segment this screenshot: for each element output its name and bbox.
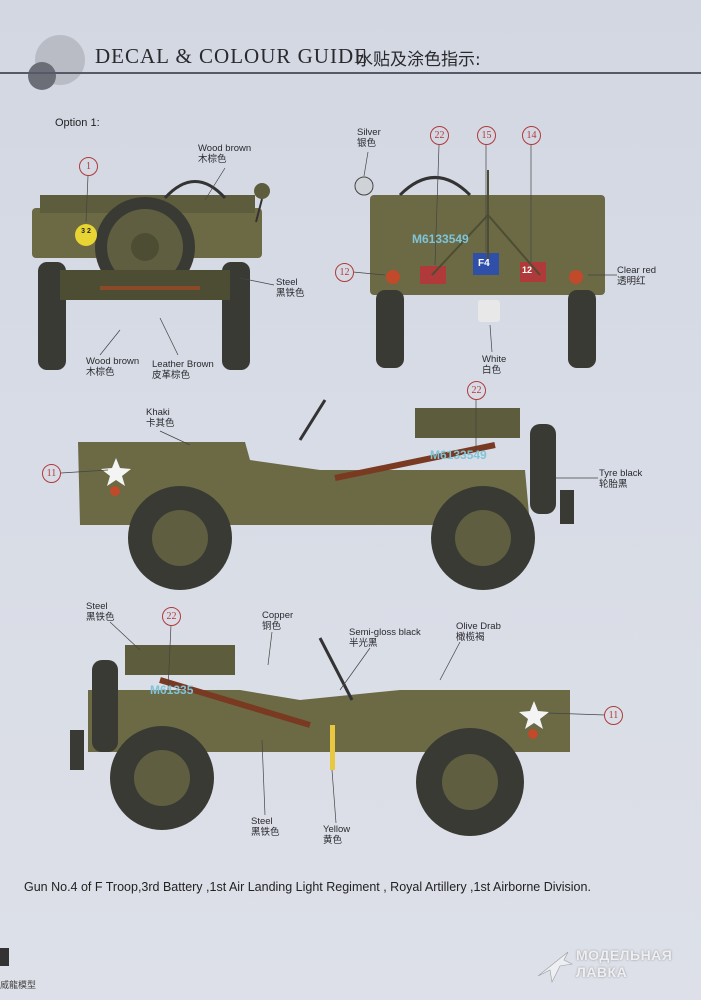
decal-badge-22-side2: 22 [162, 607, 181, 626]
red-plate-marking: 12 [522, 265, 533, 275]
side2-serial-marking: M61335 [150, 683, 194, 697]
decal-badge-14: 14 [522, 126, 541, 145]
rear-view-vehicle [32, 180, 270, 370]
option-label: Option 1: [55, 117, 100, 129]
f4-plate-marking: F4 [478, 258, 490, 269]
decal-badge-1: 1 [79, 157, 98, 176]
page-title: DECAL & COLOUR GUIDE [95, 44, 368, 68]
decal-badge-22-side1: 22 [467, 381, 486, 400]
bridge-plate-marking: 3 2 [81, 228, 91, 235]
page-title-cn: 水贴及涂色指示: [356, 50, 481, 70]
leader-lines [60, 144, 617, 824]
side1-serial-marking: M6133549 [430, 448, 487, 462]
front-serial-marking: M6133549 [412, 232, 469, 246]
watermark-plane-icon [537, 951, 573, 983]
decal-badge-22-front: 22 [430, 126, 449, 145]
header-rule [0, 72, 701, 74]
side-view-right-vehicle [78, 399, 574, 590]
front-view-vehicle [354, 170, 605, 368]
watermark-line-2: ЛАВКА [576, 964, 628, 980]
side-view-left-vehicle [70, 637, 570, 836]
vehicle-caption: Gun No.4 of F Troop,3rd Battery ,1st Air… [24, 880, 591, 894]
decal-badge-12: 12 [335, 263, 354, 282]
decal-badge-11-side2: 11 [604, 706, 623, 725]
watermark-text: МОДЕЛЬНАЯ ЛАВКА [576, 947, 672, 981]
page-number-tab [0, 948, 9, 966]
watermark-line-1: МОДЕЛЬНАЯ [576, 947, 673, 963]
decal-badge-11-side1: 11 [42, 464, 61, 483]
header-decor-circle-small [28, 62, 56, 90]
watermark-logo: МОДЕЛЬНАЯ ЛАВКА [534, 944, 694, 988]
decal-badge-15: 15 [477, 126, 496, 145]
footer-brand-cn: 威龍模型 [0, 980, 37, 990]
